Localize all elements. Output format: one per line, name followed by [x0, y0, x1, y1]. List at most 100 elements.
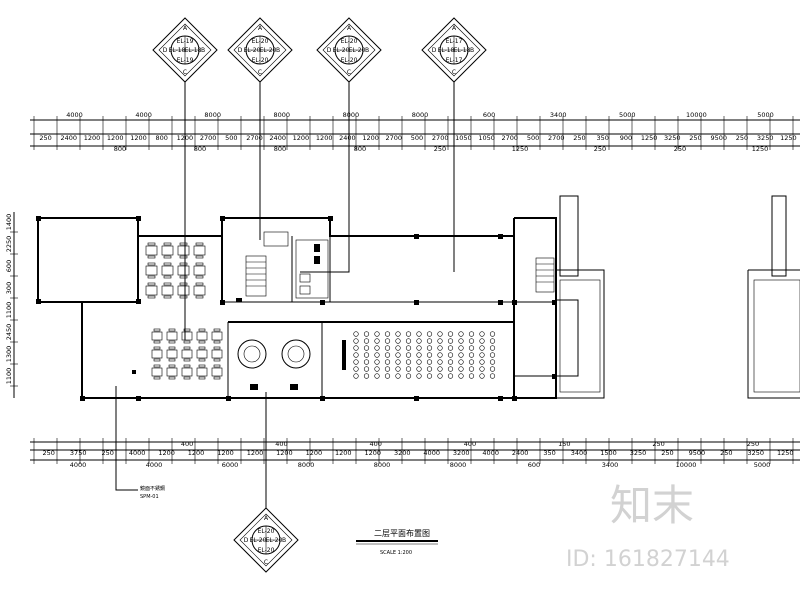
marker-sheet-ref: EL-19: [177, 38, 194, 45]
bottom-dimension-label: 4000: [482, 449, 499, 457]
marker-sheet-ref: EL-18: [169, 47, 186, 54]
top-dimension-label: 3250: [664, 134, 681, 142]
left-dimension-label: 1400: [5, 214, 13, 231]
bottom-dimension-label: 2400: [512, 449, 529, 457]
auditorium-seats: [353, 331, 496, 379]
top-dimension-label: 2400: [339, 134, 356, 142]
top-dimension-label: 250: [736, 134, 748, 142]
marker-sheet-ref: EL-20: [349, 47, 366, 54]
marker-letter-c: C: [347, 69, 351, 76]
elevation-index-markers: ABCDEL-19EL-18EL-19EL-18ABCDEL-20EL-20EL…: [152, 17, 487, 573]
top-dimension-label: 4000: [135, 111, 152, 119]
left-dimension-label: 2250: [5, 236, 13, 253]
marker-letter-a: A: [258, 25, 263, 32]
marker-letter-b: B: [201, 47, 205, 54]
marker-sheet-ref: EL-18: [185, 47, 202, 54]
left-dimension-label: 1100: [5, 302, 13, 319]
marker-sheet-ref: EL-20: [252, 38, 269, 45]
dining-tables-lower: [151, 328, 223, 380]
small-items: [132, 298, 346, 390]
top-dimension-label: 250: [689, 134, 701, 142]
bottom-dimension-label: 10000: [676, 461, 697, 469]
top-dimension-label: 8000: [343, 111, 360, 119]
dining-tables-upper: [145, 242, 206, 299]
marker-sheet-ref: EL-20: [266, 537, 283, 544]
bottom-dimension-label: 150: [558, 440, 570, 448]
top-dimension-label: 8000: [274, 111, 291, 119]
top-dimension-label: 1050: [478, 134, 495, 142]
marker-sheet-ref: EL-20: [341, 57, 358, 64]
top-dimension-label: 500: [527, 134, 539, 142]
bottom-dimension-label: 9500: [689, 449, 706, 457]
watermark-id: ID: 161827144: [566, 547, 730, 572]
top-dimension-label: 1250: [512, 145, 529, 153]
top-dimension-label: 1200: [130, 134, 147, 142]
marker-letter-c: C: [452, 69, 456, 76]
marker-sheet-ref: EL-19: [177, 57, 194, 64]
marker-letter-d: D: [327, 47, 332, 54]
marker-letter-d: D: [244, 537, 249, 544]
top-dimension-label: 2400: [269, 134, 286, 142]
bottom-dimension-label: 3250: [748, 449, 765, 457]
bottom-dimension-label: 400: [369, 440, 381, 448]
bottom-dimension-label: 1250: [777, 449, 794, 457]
bottom-dimension-label: 1200: [247, 449, 264, 457]
bottom-dimension-label: 250: [720, 449, 732, 457]
marker-letter-d: D: [432, 47, 437, 54]
marker-sheet-ref: EL-20: [250, 537, 267, 544]
marker-sheet-ref: EL-20: [260, 47, 277, 54]
bottom-dimension-label: 4000: [70, 461, 87, 469]
watermark: 知末 ID: 161827144: [566, 481, 730, 572]
bottom-dimension-label: 3200: [394, 449, 411, 457]
top-dimension-label: 9500: [711, 134, 728, 142]
bottom-dimension-label: 250: [42, 449, 54, 457]
top-dimension-label: 2700: [548, 134, 565, 142]
top-dimension-label: 2700: [432, 134, 449, 142]
top-dimension-label: 1200: [84, 134, 101, 142]
structural-columns: [36, 216, 557, 401]
top-dimension-label: 600: [483, 111, 495, 119]
material-callout-line1: 鏡面不銹鋼: [140, 485, 165, 492]
marker-sheet-ref: EL-17: [446, 57, 463, 64]
round-tables: [237, 339, 311, 369]
top-dimension-label: 250: [594, 145, 606, 153]
bottom-dimension-label: 8000: [298, 461, 315, 469]
stair-left: [245, 255, 267, 297]
bottom-dimension-label: 250: [747, 440, 759, 448]
building-walls: [37, 195, 800, 399]
drawing-title-text: 二层平面布置图: [374, 528, 430, 538]
stair-right: [535, 257, 555, 293]
top-dimension-label: 250: [573, 134, 585, 142]
bottom-dimension-label: 1200: [188, 449, 205, 457]
marker-sheet-ref: EL-20: [258, 528, 275, 535]
marker-letter-c: C: [264, 559, 268, 566]
left-dimension-label: 600: [5, 260, 13, 272]
top-dimension-label: 800: [354, 145, 366, 153]
top-dimension-label: 10000: [686, 111, 707, 119]
bottom-dimension-label: 1200: [158, 449, 175, 457]
top-dimension-label: 3400: [550, 111, 567, 119]
top-dimension-label: 1050: [455, 134, 472, 142]
top-dimension-label: 4000: [66, 111, 83, 119]
marker-letter-b: B: [282, 537, 286, 544]
top-dimension-label: 250: [434, 145, 446, 153]
marker-letter-a: A: [264, 515, 269, 522]
top-dimension-label: 1250: [752, 145, 769, 153]
bottom-dimension-label: 4000: [129, 449, 146, 457]
top-dimension-label: 800: [194, 145, 206, 153]
top-dimension-label: 2700: [386, 134, 403, 142]
bottom-dimension-label: 600: [528, 461, 540, 469]
marker-letter-c: C: [183, 69, 187, 76]
bottom-dimension-label: 6000: [222, 461, 239, 469]
left-dimension-label: 1300: [5, 346, 13, 363]
top-dimension-lines: [30, 116, 800, 150]
top-dimension-label: 800: [114, 145, 126, 153]
marker-letter-a: A: [183, 25, 188, 32]
marker-sheet-ref: EL-20: [333, 47, 350, 54]
